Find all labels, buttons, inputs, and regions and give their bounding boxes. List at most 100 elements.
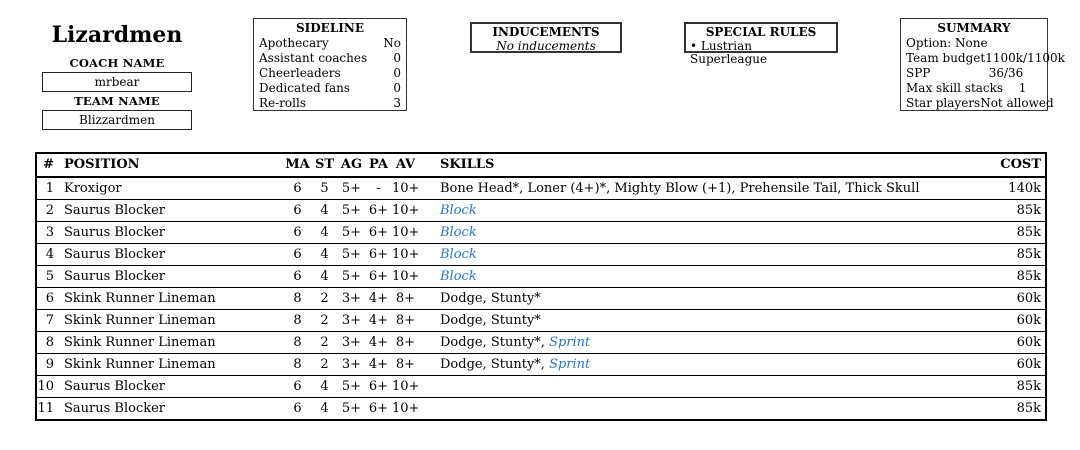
summary-title: SUMMARY: [937, 21, 1011, 35]
summary-row-value: 1: [1018, 81, 1027, 96]
player-position: Saurus Blocker: [57, 243, 284, 266]
col-header-ma: MA: [284, 153, 311, 178]
player-position: Skink Runner Lineman: [57, 353, 284, 376]
skill-separator: ,: [540, 357, 550, 372]
player-cost: 60k: [984, 331, 1046, 354]
sideline-row-value: No: [383, 36, 401, 50]
player-skills: Block: [419, 199, 984, 222]
summary-row-label: SPP: [906, 66, 931, 81]
inducements-title: INDUCEMENTS: [492, 25, 600, 39]
player-position: Saurus Blocker: [57, 265, 284, 288]
player-stat-ma: 6: [284, 176, 311, 200]
player-stat-av: 8+: [392, 331, 419, 354]
summary-row-value: 1100k/1100k: [985, 51, 1065, 66]
sideline-row-label: Apothecary: [259, 36, 329, 50]
sideline-row-label: Dedicated fans: [259, 81, 351, 96]
player-skills: Dodge, Stunty*: [419, 287, 984, 310]
player-stat-pa: 4+: [365, 331, 392, 354]
player-stat-ma: 6: [284, 265, 311, 288]
player-stat-ag: 5+: [338, 243, 365, 266]
team-name-label: TEAM NAME: [74, 94, 160, 108]
added-skill: Sprint: [549, 335, 591, 350]
player-cost: 85k: [984, 375, 1046, 398]
player-stat-av: 8+: [392, 287, 419, 310]
inducements-text: No inducements: [496, 39, 596, 53]
col-header-number: #: [36, 153, 57, 178]
player-stat-pa: 6+: [365, 243, 392, 266]
player-position: Saurus Blocker: [57, 375, 284, 398]
player-cost: 85k: [984, 265, 1046, 288]
col-header-position: POSITION: [57, 153, 284, 178]
player-skills: Block: [419, 221, 984, 244]
player-stat-st: 4: [311, 265, 338, 288]
added-skill: Block: [440, 247, 477, 262]
sideline-row: Dedicated fans 0: [259, 81, 401, 96]
sideline-row-label: Re-rolls: [259, 96, 306, 111]
player-stat-ag: 5+: [338, 199, 365, 222]
player-stat-pa: 4+: [365, 309, 392, 332]
sideline-row-value: 0: [393, 66, 401, 81]
player-stat-av: 10+: [392, 176, 419, 200]
col-header-st: ST: [311, 153, 338, 178]
summary-option-line: Option: None: [906, 36, 988, 50]
sideline-title: SIDELINE: [296, 21, 364, 35]
player-stat-st: 4: [311, 221, 338, 244]
player-cost: 60k: [984, 287, 1046, 310]
sideline-row-value: 0: [393, 81, 401, 96]
col-header-cost: COST: [984, 153, 1046, 178]
player-stat-ma: 6: [284, 243, 311, 266]
player-stat-pa: 4+: [365, 287, 392, 310]
player-stat-ma: 8: [284, 287, 311, 310]
added-skill: Block: [440, 203, 477, 218]
player-number: 9: [36, 353, 57, 376]
summary-row: Max skill stacks 1: [906, 81, 1042, 96]
player-number: 4: [36, 243, 57, 266]
player-cost: 85k: [984, 221, 1046, 244]
player-stat-av: 8+: [392, 353, 419, 376]
sideline-row: Apothecary No: [259, 36, 401, 51]
player-stat-av: 8+: [392, 309, 419, 332]
player-stat-pa: 6+: [365, 199, 392, 222]
player-skills: [419, 375, 984, 398]
coach-name-box[interactable]: mrbear: [42, 72, 192, 92]
coach-name-label: COACH NAME: [69, 56, 165, 70]
summary-row-label: Max skill stacks: [906, 81, 1004, 96]
player-skills: Dodge, Stunty*: [419, 309, 984, 332]
player-stat-st: 2: [311, 309, 338, 332]
player-stat-ag: 5+: [338, 176, 365, 200]
player-stat-st: 4: [311, 375, 338, 398]
player-number: 3: [36, 221, 57, 244]
player-skills: Block: [419, 243, 984, 266]
base-skill: Dodge, Stunty*: [440, 335, 541, 350]
col-header-ag: AG: [338, 153, 365, 178]
player-number: 10: [36, 375, 57, 398]
player-stat-ma: 8: [284, 309, 311, 332]
player-skills: Bone Head*, Loner (4+)*, Mighty Blow (+1…: [419, 176, 984, 200]
player-stat-ma: 8: [284, 331, 311, 354]
player-position: Saurus Blocker: [57, 397, 284, 420]
player-number: 7: [36, 309, 57, 332]
player-stat-ma: 6: [284, 221, 311, 244]
sideline-row: Re-rolls 3: [259, 96, 401, 111]
sideline-row-value: 3: [393, 96, 401, 111]
player-cost: 85k: [984, 397, 1046, 420]
player-skills: Block: [419, 265, 984, 288]
player-stat-pa: 6+: [365, 221, 392, 244]
summary-row-value: 36/36: [988, 66, 1024, 81]
team-name-box[interactable]: Blizzardmen: [42, 110, 192, 130]
